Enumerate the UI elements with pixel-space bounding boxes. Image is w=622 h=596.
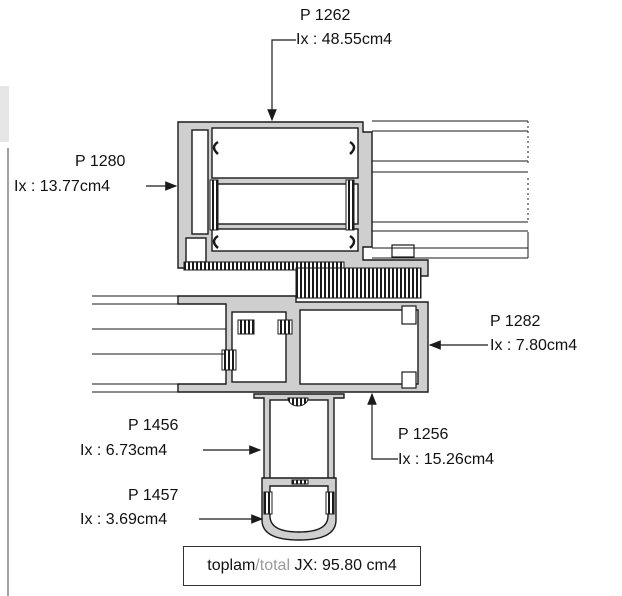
glass-panes-upper	[372, 120, 529, 259]
label-p1456-code: P 1456	[128, 417, 179, 434]
total-separator: /	[255, 557, 260, 574]
profile-p1456-p1457	[253, 393, 345, 541]
label-p1280-ix: Ix : 13.77cm4	[14, 178, 111, 195]
label-p1456-ix: Ix : 6.73cm4	[80, 442, 168, 459]
profile-p1262-p1280	[177, 121, 429, 299]
total-word-en: total	[259, 557, 290, 574]
leader-p1262	[267, 39, 296, 122]
label-p1457-code: P 1457	[128, 487, 179, 504]
total-value: JX: 95.80 cm4	[294, 557, 397, 574]
leader-lines	[146, 39, 488, 524]
glass-panes-lower	[92, 295, 226, 393]
leader-p1256	[367, 392, 398, 460]
profile-p1282-p1256	[177, 295, 429, 393]
label-p1280-code: P 1280	[75, 153, 126, 170]
label-p1282-code: P 1282	[490, 313, 541, 330]
label-p1262-code: P 1262	[300, 7, 351, 24]
page-edge-marks	[0, 86, 9, 596]
label-p1282-ix: Ix : 7.80cm4	[490, 337, 578, 354]
label-p1457-ix: Ix : 3.69cm4	[80, 511, 168, 528]
total-inertia-box: toplam/total JX: 95.80 cm4	[183, 546, 421, 586]
label-p1256-ix: Ix : 15.26cm4	[398, 451, 495, 468]
label-p1262-ix: Ix : 48.55cm4	[296, 31, 393, 48]
label-p1256-code: P 1256	[398, 426, 449, 443]
total-word-tr: toplam	[207, 557, 256, 574]
